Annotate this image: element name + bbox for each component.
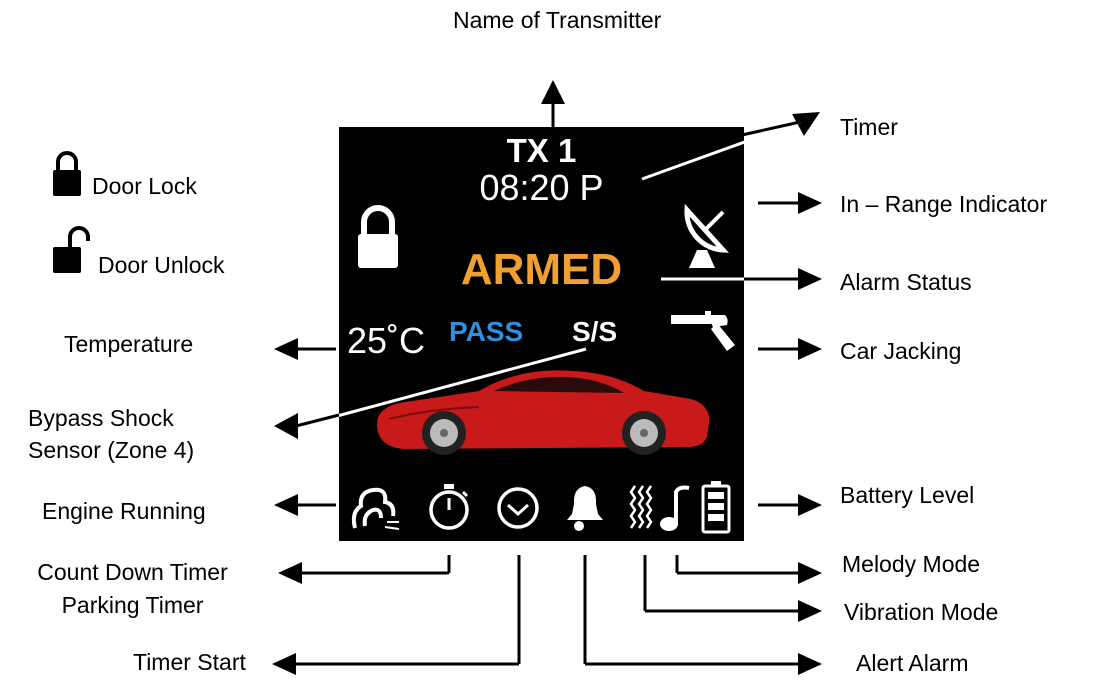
bell-icon	[567, 486, 603, 531]
arrowhead-melody	[798, 562, 822, 584]
label-parking-timer: Parking Timer	[61, 592, 204, 618]
alarm-status-text: ARMED	[460, 245, 623, 294]
label-bypass-shock: Bypass Shock	[28, 405, 174, 431]
vibration-icon	[629, 485, 653, 529]
label-car-jacking: Car Jacking	[840, 338, 962, 364]
padlock-open-icon	[53, 226, 90, 273]
screen-timer: 08:20 P	[479, 167, 604, 208]
label-sensor-zone-4: Sensor (Zone 4)	[28, 437, 195, 463]
bypass-zone: S/S	[572, 316, 618, 347]
label-alarm-status: Alarm Status	[840, 269, 972, 295]
label-timer: Timer	[840, 114, 898, 140]
arrowhead-alert-alarm	[798, 653, 822, 675]
label-vibration-mode: Vibration Mode	[844, 599, 999, 625]
battery-icon	[701, 481, 731, 534]
label-temperature: Temperature	[64, 331, 194, 357]
arrowhead-up-transmitter	[541, 80, 565, 104]
arrowhead-timer	[792, 112, 820, 136]
arrowhead-count-down	[278, 562, 302, 584]
arrowhead-vibration	[798, 600, 822, 622]
engine-exhaust-icon	[351, 487, 400, 530]
padlock-closed-icon	[53, 151, 81, 196]
label-engine-running: Engine Running	[42, 498, 206, 524]
transmitter-name: TX 1	[506, 132, 577, 169]
arrowhead-battery	[798, 494, 822, 516]
arrowhead-in-range	[798, 192, 822, 214]
satellite-dish-icon	[684, 203, 729, 268]
label-name-of-transmitter: Name of Transmitter	[453, 7, 662, 33]
remote-lcd-screen: TX 1 08:20 P ARMED 25˚C PASS S/S	[339, 127, 744, 541]
label-alert-alarm: Alert Alarm	[856, 650, 969, 676]
label-door-lock: Door Lock	[92, 173, 197, 199]
label-timer-start: Timer Start	[133, 649, 246, 675]
label-count-down-timer: Count Down Timer	[37, 559, 228, 585]
label-door-unlock: Door Unlock	[98, 252, 225, 278]
bypass-word: PASS	[449, 316, 524, 347]
label-melody-mode: Melody Mode	[842, 551, 981, 577]
arrowhead-bypass	[274, 413, 298, 439]
stopwatch-icon	[429, 484, 469, 530]
label-battery-level: Battery Level	[840, 482, 975, 508]
arrowhead-timer-start	[272, 653, 296, 675]
red-sports-car-image	[376, 370, 710, 455]
arrowhead-car-jacking	[798, 338, 822, 360]
music-note-icon	[660, 485, 690, 531]
label-in-range-indicator: In – Range Indicator	[840, 191, 1048, 217]
arrowhead-temperature	[274, 338, 298, 360]
temperature-readout: 25˚C	[347, 320, 426, 361]
arrowhead-alarm-status	[798, 268, 822, 290]
clock-icon	[497, 487, 539, 529]
padlock-closed-icon	[358, 205, 398, 268]
arrowhead-engine	[274, 494, 298, 516]
revolver-icon	[671, 311, 735, 351]
